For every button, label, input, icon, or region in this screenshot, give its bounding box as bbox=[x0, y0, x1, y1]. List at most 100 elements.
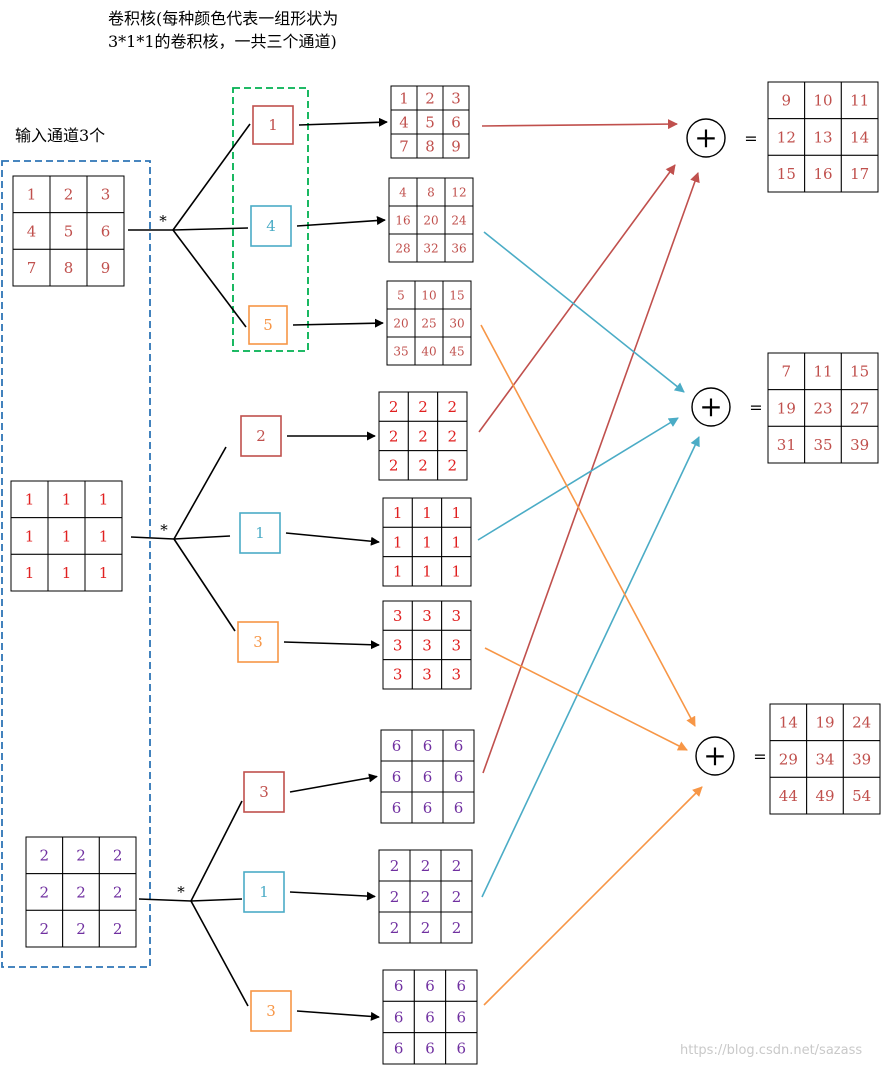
sum-arrow-orange bbox=[484, 647, 688, 751]
matrix-value: 3 bbox=[452, 607, 462, 625]
multiply-star: * bbox=[177, 883, 185, 901]
matrix-cell bbox=[442, 85, 470, 111]
matrix-value: 1 bbox=[62, 527, 72, 545]
matrix-cell bbox=[378, 391, 409, 422]
matrix-cell bbox=[407, 391, 439, 422]
matrix-cell bbox=[840, 81, 879, 120]
matrix-value: 6 bbox=[394, 1040, 404, 1058]
multiply-star: * bbox=[160, 521, 168, 539]
sum-arrow-cyan bbox=[483, 231, 685, 393]
matrix-value: 9 bbox=[451, 137, 461, 155]
plus-sign: + bbox=[694, 121, 717, 154]
matrix-cell bbox=[411, 629, 443, 661]
matrix-cell bbox=[409, 880, 442, 913]
matrix-cell bbox=[386, 308, 416, 338]
kernel-to-product-arrow bbox=[296, 1010, 380, 1021]
connector-lines bbox=[128, 117, 703, 1021]
kernel-box bbox=[243, 771, 285, 813]
matrix-cell bbox=[416, 233, 446, 263]
matrix-value: 1 bbox=[62, 564, 72, 582]
matrix-value: 2 bbox=[452, 888, 462, 906]
matrix-cell bbox=[441, 556, 472, 587]
matrix-cell bbox=[445, 969, 478, 1002]
matrix-value: 12 bbox=[451, 185, 466, 199]
matrix-value: 2 bbox=[421, 919, 431, 937]
kernel-box bbox=[248, 305, 288, 345]
matrix-cell bbox=[840, 425, 879, 464]
matrix-value: 2 bbox=[389, 427, 399, 445]
matrix-cell bbox=[440, 911, 473, 944]
matrix-value: 6 bbox=[425, 1040, 435, 1058]
matrix-value: 9 bbox=[101, 259, 111, 277]
matrix-cell bbox=[378, 420, 409, 452]
matrix-value: 2 bbox=[76, 883, 86, 901]
plus-sign: + bbox=[699, 390, 722, 423]
matrix-value: 2 bbox=[389, 398, 399, 416]
matrix-value: 6 bbox=[392, 799, 402, 817]
kernel-value: 3 bbox=[259, 783, 269, 801]
operators: ***+=+=+= bbox=[159, 118, 767, 901]
matrix-cell bbox=[804, 81, 842, 120]
sum-arrow-red bbox=[478, 164, 676, 433]
matrix-value: 27 bbox=[850, 399, 869, 417]
matrix-cell bbox=[416, 133, 444, 159]
matrix-value: 8 bbox=[425, 137, 435, 155]
matrix-value: 12 bbox=[777, 128, 796, 146]
matrix-value: 1 bbox=[422, 563, 432, 581]
matrix-value: 1 bbox=[99, 527, 109, 545]
matrix-value: 1 bbox=[62, 491, 72, 509]
matrix-value: 1 bbox=[452, 533, 462, 551]
matrix-value: 3 bbox=[393, 607, 403, 625]
matrix-cell bbox=[806, 703, 844, 742]
kernel-box bbox=[237, 621, 279, 663]
matrix-value: 3 bbox=[101, 186, 111, 204]
kernel-to-product-arrow bbox=[285, 532, 380, 546]
matrix-value: 2 bbox=[448, 398, 458, 416]
matrix-cell bbox=[386, 336, 416, 366]
matrix-cell bbox=[767, 389, 806, 427]
matrix-cell bbox=[416, 177, 446, 207]
kernel-box bbox=[252, 105, 294, 145]
matrix-value: 29 bbox=[779, 750, 798, 768]
matrix-value: 2 bbox=[390, 888, 400, 906]
matrix-value: 28 bbox=[395, 241, 410, 255]
matrix-cell bbox=[386, 280, 416, 310]
matrix-value: 1 bbox=[25, 564, 35, 582]
matrix-cell bbox=[444, 233, 474, 263]
matrix-cell bbox=[767, 425, 806, 464]
matrix-cell bbox=[806, 776, 844, 815]
matrix-cell bbox=[437, 420, 468, 452]
matrix-value: 39 bbox=[850, 436, 869, 454]
matrix-cell bbox=[407, 450, 439, 481]
matrix-value: 20 bbox=[393, 316, 408, 330]
matrix-cell bbox=[378, 849, 411, 882]
matrix-value: 1 bbox=[99, 564, 109, 582]
matrix-value: 6 bbox=[394, 1008, 404, 1026]
matrix-value: 2 bbox=[76, 847, 86, 865]
matrix-value: 17 bbox=[850, 165, 869, 183]
equals-sign: = bbox=[749, 398, 762, 417]
matrix-value: 2 bbox=[76, 920, 86, 938]
matrix-value: 3 bbox=[452, 636, 462, 654]
matrix-value: 1 bbox=[452, 563, 462, 581]
matrix-value: 1 bbox=[99, 491, 109, 509]
diagram-title-line2: 3*1*1的卷积核，一共三个通道) bbox=[108, 32, 337, 51]
matrix-cell bbox=[382, 629, 413, 661]
matrix-cell bbox=[10, 480, 49, 519]
kernel-value: 1 bbox=[259, 883, 269, 901]
matrix-cell bbox=[388, 205, 418, 235]
matrix-cell bbox=[411, 497, 443, 528]
matrix-cell bbox=[441, 526, 472, 558]
matrix-cell bbox=[437, 450, 468, 481]
matrix-value: 6 bbox=[394, 977, 404, 995]
matrix-value: 6 bbox=[423, 768, 433, 786]
fork-stem bbox=[130, 536, 175, 540]
matrix-value: 8 bbox=[64, 259, 74, 277]
plus-circle bbox=[686, 118, 726, 158]
matrix-value: 6 bbox=[392, 768, 402, 786]
